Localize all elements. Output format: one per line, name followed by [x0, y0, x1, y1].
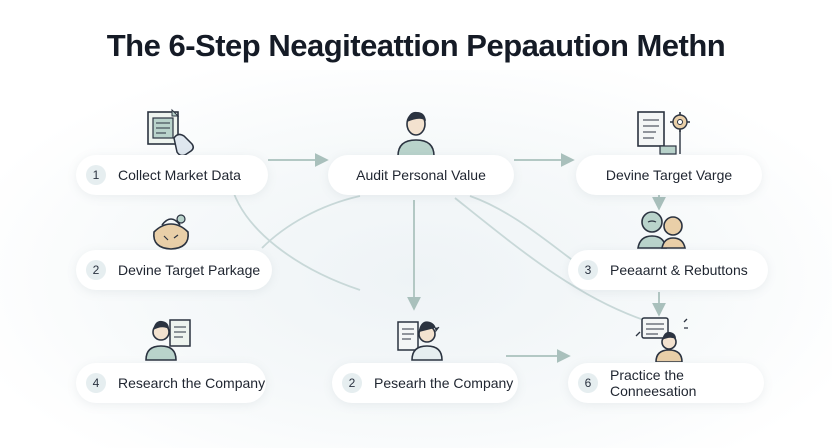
step-rebuttals: 3 Peeaarnt & Rebuttons	[568, 250, 768, 290]
step-number-badge: 3	[578, 260, 598, 280]
curve-audit-to-rebuttals	[469, 195, 576, 263]
step-practice-conversation: 6 Practice the Conneesation	[568, 363, 764, 403]
bag-icon	[153, 214, 189, 250]
step-devine-target-parkage: 2 Devine Target Parkage	[76, 250, 272, 290]
step-pesearh-company: 2 Pesearh the Company	[332, 363, 518, 403]
step-research-company: 4 Research the Company	[76, 363, 266, 403]
step-number-badge: 2	[342, 373, 362, 393]
step-audit-personal-value: Audit Personal Value	[328, 155, 514, 195]
step-label: Audit Personal Value	[356, 167, 486, 183]
person-icon	[397, 111, 435, 157]
step-label: Collect Market Data	[118, 167, 241, 183]
step-collect-market-data: 1 Collect Market Data	[76, 155, 268, 195]
document-hand-icon	[147, 108, 195, 157]
step-number-badge: 1	[86, 165, 106, 185]
person-speech-icon	[635, 317, 688, 362]
curve-audit-to-package	[261, 195, 361, 249]
woman-document-icon	[397, 321, 443, 361]
person-screen-icon	[145, 319, 191, 361]
step-devine-target-varge: Devine Target Varge	[576, 155, 762, 195]
step-label: Peeaarnt & Rebuttons	[610, 262, 748, 278]
diagram-title: The 6-Step Neagiteattion Pepaaution Meth…	[106, 28, 726, 63]
step-label: Research the Company	[118, 375, 266, 391]
step-label: Practice the Conneesation	[610, 367, 697, 399]
two-people-icon	[637, 211, 686, 249]
step-label: Devine Target Parkage	[118, 262, 261, 278]
step-label: Pesearh the Company	[374, 375, 514, 391]
step-number-badge: 4	[86, 373, 106, 393]
curve-audit-to-practice	[454, 197, 651, 323]
step-label: Devine Target Varge	[605, 167, 733, 183]
curve-left-sweep	[229, 179, 361, 291]
step-number-badge: 6	[578, 373, 598, 393]
document-gear-icon	[637, 111, 690, 155]
step-number-badge: 2	[86, 260, 106, 280]
